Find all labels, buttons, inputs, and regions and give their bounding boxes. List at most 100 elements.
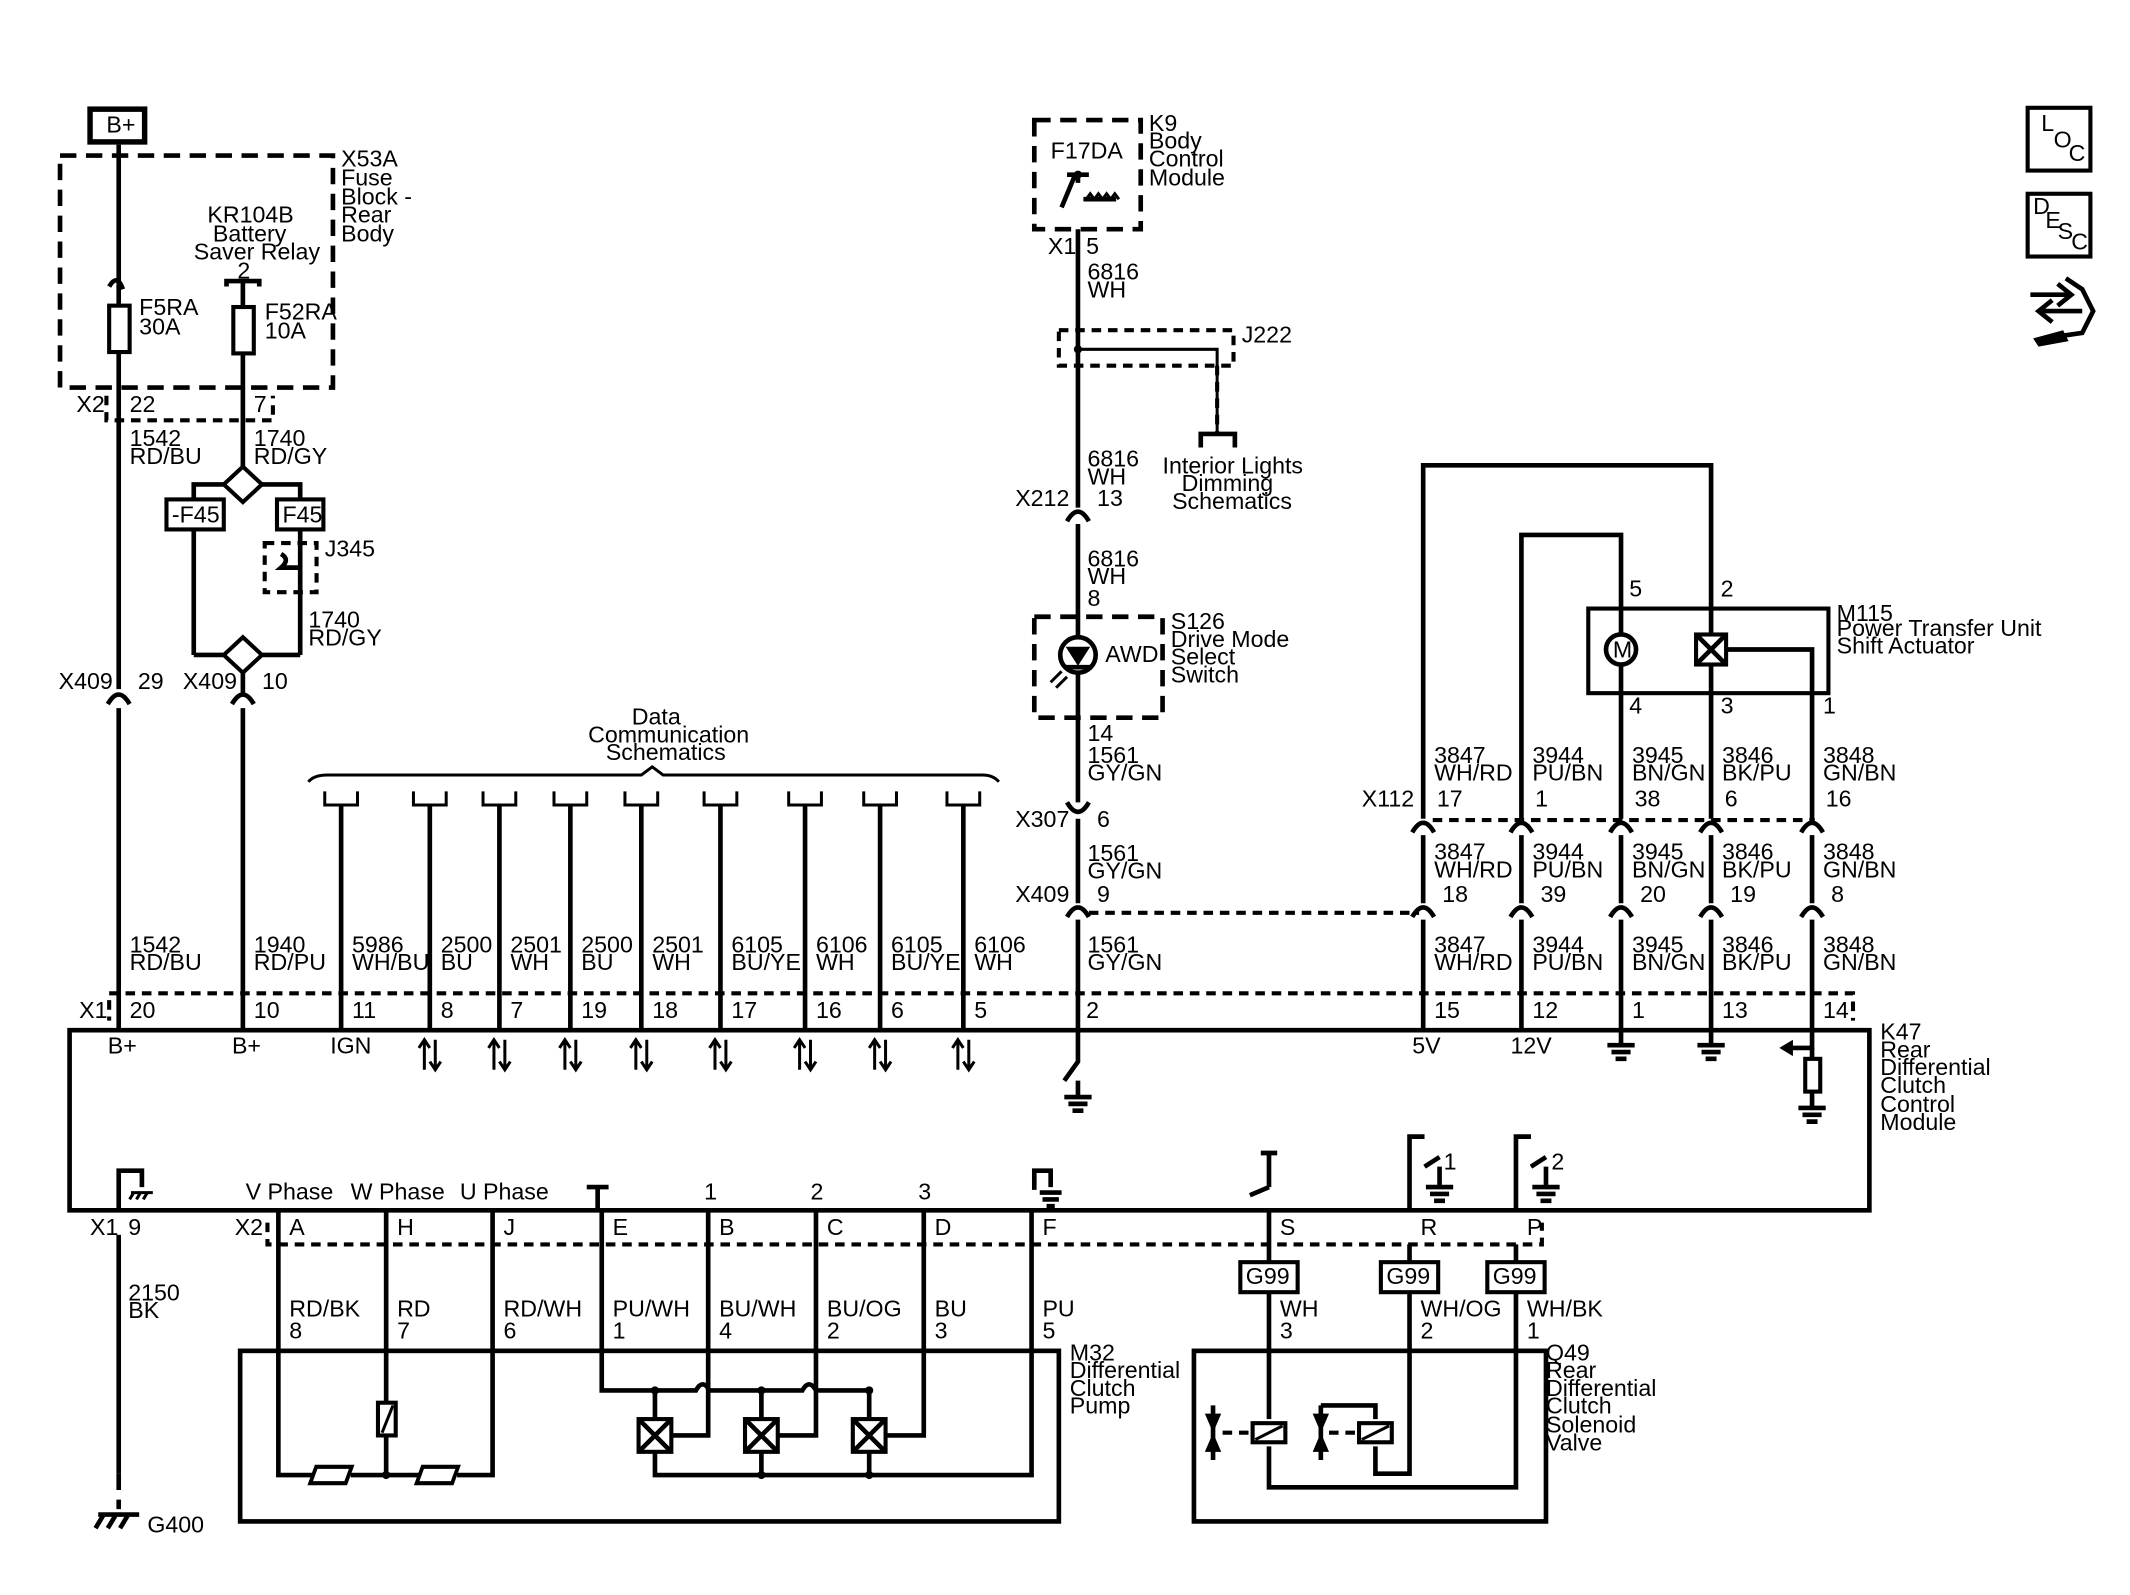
pin-number: 19 [1730, 881, 1756, 907]
wire-number: 3846 [1722, 931, 1774, 957]
wire-color: BU/OG [827, 1296, 902, 1322]
pin-letter: S [1280, 1214, 1295, 1240]
svg-text:Interior Lights: Interior Lights [1163, 452, 1303, 478]
pin-number: 8 [289, 1318, 302, 1344]
pin-number: 5 [974, 997, 987, 1023]
svg-text:6816: 6816 [1088, 259, 1140, 285]
svg-text:2150: 2150 [128, 1279, 180, 1305]
svg-text:14: 14 [1088, 720, 1114, 746]
right-wire-columns: 3847WH/RD173847WH/RD183847WH/RD155V3944P… [1410, 742, 1896, 1058]
wire-color: BN/GN [1632, 759, 1705, 785]
svg-text:WH: WH [1088, 563, 1127, 589]
connector-label: G99 [1386, 1263, 1430, 1289]
svg-text:Schematics: Schematics [606, 739, 726, 765]
wire-color: WH/BU [352, 949, 429, 975]
pin-letter: F [1042, 1214, 1056, 1240]
pin-number: 18 [1442, 881, 1468, 907]
wire-number: 3848 [1823, 742, 1875, 768]
svg-text:AWD: AWD [1105, 641, 1158, 667]
wire-color: BU [441, 949, 473, 975]
svg-text:X409: X409 [1015, 881, 1069, 907]
svg-text:6: 6 [1097, 806, 1110, 832]
svg-text:D: D [2033, 193, 2050, 219]
wire-color: RD/WH [504, 1296, 583, 1322]
pin-number: 15 [1434, 997, 1460, 1023]
pin-function: 12V [1511, 1032, 1553, 1058]
wire-color: PU [1042, 1296, 1074, 1322]
svg-text:V Phase: V Phase [246, 1178, 334, 1204]
pin-number: 17 [1437, 785, 1463, 811]
svg-text:Differential: Differential [1546, 1375, 1656, 1401]
svg-text:1561: 1561 [1088, 931, 1140, 957]
svg-text:X53A: X53A [341, 145, 398, 171]
pin-letter: R [1420, 1214, 1437, 1240]
wire-number: 3944 [1532, 931, 1584, 957]
wire-number: 2500 [441, 931, 493, 957]
svg-text:Switch: Switch [1171, 661, 1239, 687]
pin-number: 1 [1535, 785, 1548, 811]
wire-number: 3944 [1532, 742, 1584, 768]
svg-text:Data: Data [632, 704, 681, 730]
svg-text:G400: G400 [147, 1511, 204, 1537]
pin-function: 5V [1412, 1032, 1441, 1058]
wire-number: 3847 [1434, 839, 1486, 865]
svg-text:Select: Select [1171, 644, 1236, 670]
wire-color: BK/PU [1722, 856, 1792, 882]
svg-text:10: 10 [262, 668, 288, 694]
svg-text:2: 2 [1086, 997, 1099, 1023]
fuse-f52ra [231, 304, 256, 356]
svg-text:1561: 1561 [1088, 742, 1140, 768]
svg-text:K9: K9 [1149, 110, 1177, 136]
desc-button[interactable]: D E S C [2025, 191, 2093, 259]
pin-letter: D [935, 1214, 952, 1240]
svg-text:Module: Module [1880, 1109, 1956, 1135]
svg-text:F45: F45 [282, 502, 322, 528]
wire-color: WH [652, 949, 691, 975]
svg-text:M: M [1613, 637, 1632, 663]
data-comm-connector [945, 791, 982, 807]
pin-number: 16 [1826, 785, 1852, 811]
pin-letter: B [719, 1214, 734, 1240]
svg-text:1542: 1542 [130, 425, 182, 451]
svg-text:RD/GY: RD/GY [254, 443, 327, 469]
pin-letter: H [397, 1214, 414, 1240]
wire-number: 6105 [731, 931, 783, 957]
wire-color: GN/BN [1823, 949, 1896, 975]
data-comm-connector [702, 791, 739, 807]
differential-clutch-pump [237, 1348, 1062, 1524]
pin-number: 6 [891, 997, 904, 1023]
svg-text:Saver Relay: Saver Relay [194, 238, 321, 264]
data-comm-connector [552, 791, 589, 807]
svg-text:Clutch: Clutch [1880, 1072, 1946, 1098]
wire-number: 2501 [652, 931, 704, 957]
svg-text:7: 7 [254, 391, 267, 417]
svg-text:J345: J345 [325, 536, 375, 562]
data-comm-connector [323, 791, 359, 807]
svg-text:2: 2 [811, 1178, 824, 1204]
svg-text:Solenoid: Solenoid [1546, 1412, 1636, 1438]
svg-text:1740: 1740 [254, 425, 306, 451]
pin-number: 6 [1725, 785, 1738, 811]
svg-text:U Phase: U Phase [460, 1178, 549, 1204]
svg-text:Power Transfer Unit: Power Transfer Unit [1837, 615, 2042, 641]
pump-wire-2: JRD/WH6 [490, 1210, 583, 1351]
svg-text:X1: X1 [79, 997, 107, 1023]
wire-color: RD/BK [289, 1296, 360, 1322]
svg-text:Rear: Rear [1880, 1036, 1931, 1062]
pin-number: 38 [1635, 785, 1661, 811]
svg-text:BK: BK [128, 1297, 159, 1323]
wire-color: BN/GN [1632, 949, 1705, 975]
wire-color: BU [935, 1296, 967, 1322]
pin-number: 5 [1042, 1318, 1055, 1344]
wire-color: BN/GN [1632, 856, 1705, 882]
loc-button[interactable]: L O C [2025, 105, 2093, 173]
svg-text:Body: Body [341, 221, 394, 247]
pin-function: B+ [108, 1032, 137, 1058]
connector-end-view-icon[interactable] [2030, 276, 2096, 347]
wire-color: BU/WH [719, 1296, 796, 1322]
